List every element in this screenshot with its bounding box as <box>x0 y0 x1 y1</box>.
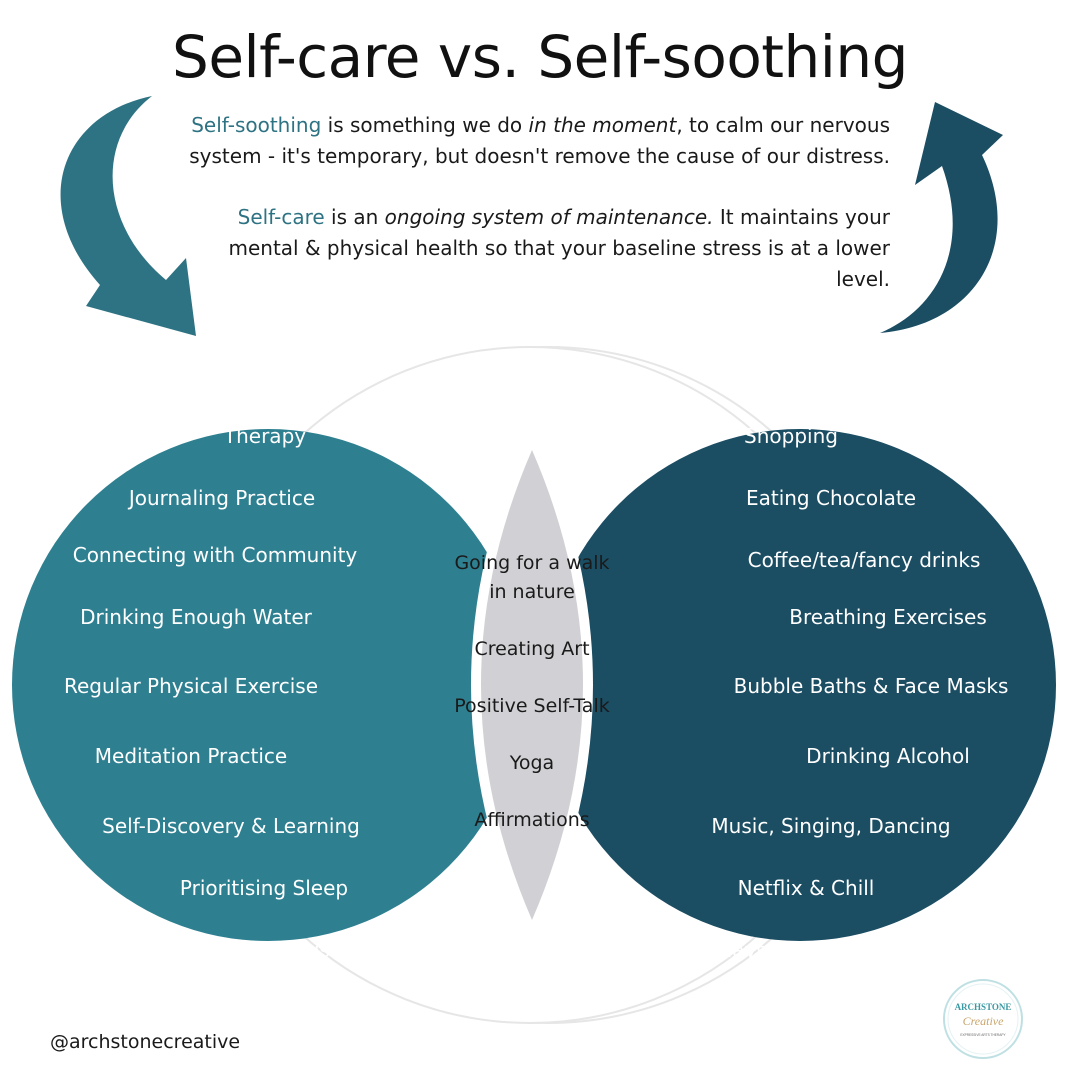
overlap-item-4: Yoga <box>509 752 555 774</box>
self-soothing-item-9: Holidays <box>681 938 767 962</box>
curved-arrow-left-icon <box>60 96 197 336</box>
curved-arrow-right-icon <box>880 102 1003 333</box>
self-care-text-b: It maintains your <box>713 205 890 229</box>
social-handle: @archstonecreative <box>50 1031 241 1053</box>
self-soothing-text-a: is something we do <box>321 113 529 137</box>
self-soothing-term: Self-soothing <box>191 113 322 137</box>
logo-line-3: EXPRESSIVE ARTS THERAPY <box>960 1033 1006 1037</box>
page-title: Self-care vs. Self-soothing <box>172 23 909 91</box>
self-soothing-item-5: Bubble Baths & Face Masks <box>733 674 1009 698</box>
self-care-item-4: Drinking Enough Water <box>80 605 312 629</box>
self-soothing-line-2: system - it's temporary, but doesn't rem… <box>189 144 890 168</box>
self-care-item-1: Therapy <box>223 424 307 448</box>
self-care-emphasis: ongoing system of maintenance. <box>384 205 714 229</box>
self-care-definition: Self-care is an ongoing system of mainte… <box>170 202 890 295</box>
self-soothing-item-4: Breathing Exercises <box>789 605 987 629</box>
self-care-item-3: Connecting with Community <box>72 543 358 567</box>
overlap-region <box>481 450 583 920</box>
left-circle-self-care <box>12 429 524 941</box>
overlap-item-3: Positive Self-Talk <box>454 695 610 717</box>
self-soothing-item-6: Drinking Alcohol <box>806 744 970 768</box>
self-soothing-emphasis: in the moment <box>528 113 677 137</box>
self-care-item-2: Journaling Practice <box>128 486 316 510</box>
self-care-item-9: Nutritious Food <box>231 938 385 962</box>
self-soothing-line-1: Self-soothing is something we do in the … <box>170 110 890 141</box>
archstone-logo: ARCHSTONE Creative EXPRESSIVE ARTS THERA… <box>943 979 1023 1059</box>
self-soothing-text-b: , to calm our nervous <box>676 113 890 137</box>
self-care-text-a: is an <box>324 205 385 229</box>
self-care-term: Self-care <box>237 205 325 229</box>
self-care-line-1: Self-care is an ongoing system of mainte… <box>170 202 890 233</box>
self-care-item-6: Meditation Practice <box>94 744 288 768</box>
overlap-item-2: Creating Art <box>474 638 590 660</box>
logo-line-1: ARCHSTONE <box>955 1002 1012 1012</box>
self-care-line-2: mental & physical health so that your ba… <box>228 236 890 291</box>
right-circle-self-soothing <box>544 429 1056 941</box>
self-soothing-item-2: Eating Chocolate <box>745 486 917 510</box>
overlap-item-5: Affirmations <box>474 809 590 831</box>
self-soothing-item-8: Netflix & Chill <box>737 876 875 900</box>
logo-line-2: Creative <box>963 1014 1005 1028</box>
self-care-item-8: Prioritising Sleep <box>179 876 349 900</box>
self-soothing-item-1: Shopping <box>744 424 838 448</box>
self-care-item-5: Regular Physical Exercise <box>63 674 319 698</box>
self-soothing-item-3: Coffee/tea/fancy drinks <box>747 548 981 572</box>
self-care-item-7: Self-Discovery & Learning <box>102 814 360 838</box>
self-soothing-item-7: Music, Singing, Dancing <box>711 814 951 838</box>
self-soothing-definition: Self-soothing is something we do in the … <box>170 110 890 172</box>
